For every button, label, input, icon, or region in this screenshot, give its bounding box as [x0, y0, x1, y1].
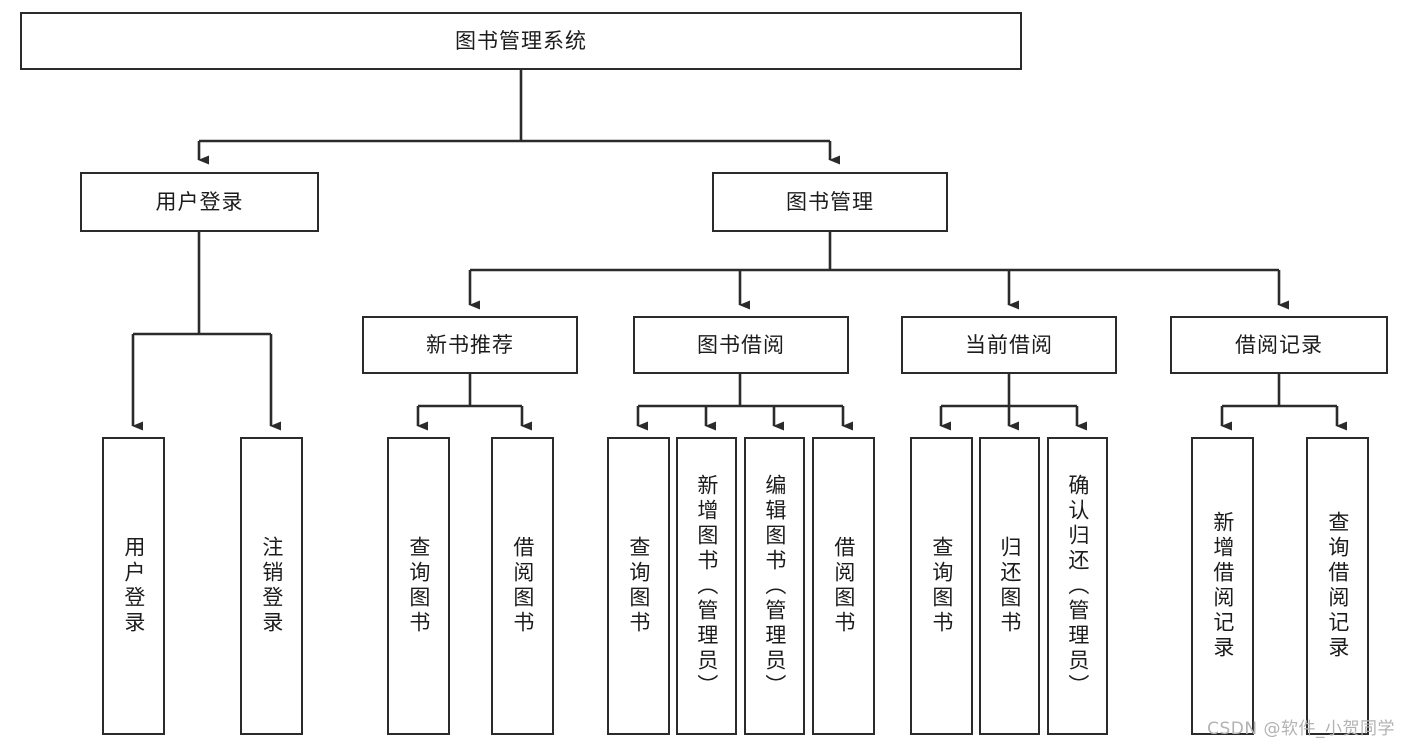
node-leaf-query-book-3[interactable]: 查询图书	[910, 437, 973, 735]
node-label: 图书管理系统	[455, 28, 587, 53]
node-leaf-user-login[interactable]: 用户登录	[102, 437, 165, 735]
node-label: 编辑图书（管理员）	[762, 473, 787, 699]
node-label: 新书推荐	[426, 332, 514, 357]
node-label: 当前借阅	[965, 332, 1053, 357]
node-root-book-management-system[interactable]: 图书管理系统	[20, 12, 1022, 70]
node-leaf-edit-book[interactable]: 编辑图书（管理员）	[744, 437, 805, 735]
node-label: 查询借阅记录	[1325, 511, 1350, 661]
node-label: 归还图书	[997, 536, 1022, 636]
node-current-borrow[interactable]: 当前借阅	[901, 316, 1117, 374]
node-label: 查询图书	[626, 536, 651, 636]
node-new-book-recommend[interactable]: 新书推荐	[362, 316, 578, 374]
node-book-manage[interactable]: 图书管理	[712, 172, 948, 232]
node-leaf-query-book-2[interactable]: 查询图书	[607, 437, 670, 735]
node-label: 注销登录	[259, 536, 284, 636]
node-leaf-borrow-book-1[interactable]: 借阅图书	[491, 437, 554, 735]
node-leaf-query-book-1[interactable]: 查询图书	[387, 437, 450, 735]
node-leaf-confirm-return[interactable]: 确认归还（管理员）	[1047, 437, 1108, 735]
node-leaf-return-book[interactable]: 归还图书	[979, 437, 1040, 735]
node-label: 用户登录	[155, 189, 244, 214]
node-book-borrow[interactable]: 图书借阅	[633, 316, 849, 374]
node-label: 查询图书	[406, 536, 431, 636]
node-leaf-logout-login[interactable]: 注销登录	[240, 437, 303, 735]
node-label: 确认归还（管理员）	[1065, 473, 1090, 699]
node-leaf-add-record[interactable]: 新增借阅记录	[1191, 437, 1254, 735]
node-label: 新增图书（管理员）	[694, 473, 719, 699]
node-leaf-add-book[interactable]: 新增图书（管理员）	[676, 437, 737, 735]
csdn-watermark: CSDN @软件_小贺同学	[1207, 719, 1395, 739]
node-label: 借阅记录	[1235, 332, 1323, 357]
node-label: 借阅图书	[831, 536, 856, 636]
node-leaf-query-record[interactable]: 查询借阅记录	[1306, 437, 1369, 735]
node-label: 图书管理	[786, 189, 874, 214]
node-label: 新增借阅记录	[1210, 511, 1235, 661]
node-label: 查询图书	[929, 536, 954, 636]
node-label: 图书借阅	[697, 332, 785, 357]
node-borrow-record[interactable]: 借阅记录	[1170, 316, 1388, 374]
node-label: 用户登录	[121, 536, 146, 636]
node-user-login[interactable]: 用户登录	[80, 172, 319, 232]
node-leaf-borrow-book-2[interactable]: 借阅图书	[812, 437, 875, 735]
node-label: 借阅图书	[510, 536, 535, 636]
